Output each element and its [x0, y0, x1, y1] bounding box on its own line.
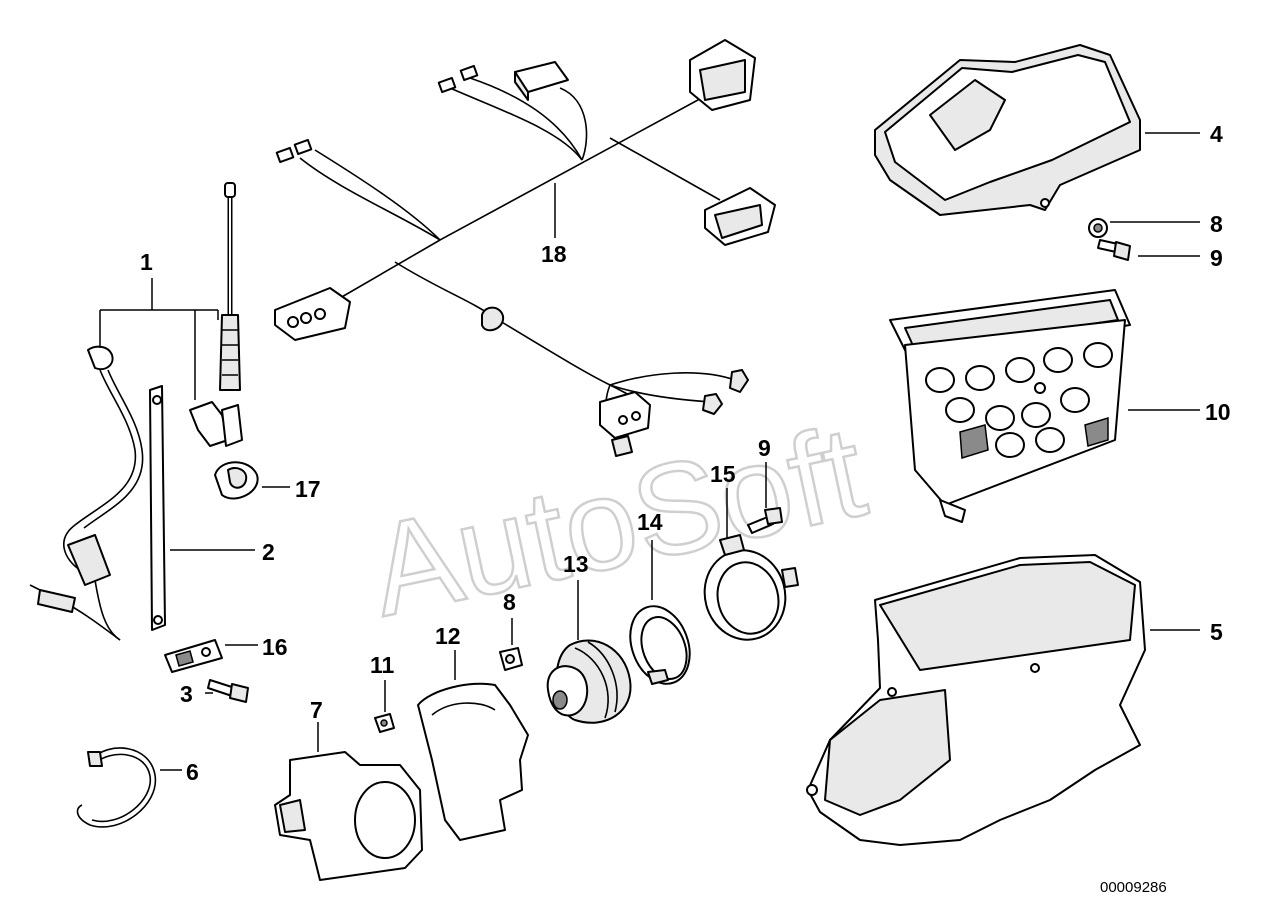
part-9-screw-center: 9	[747, 435, 783, 534]
label-17: 17	[295, 476, 321, 502]
label-14: 14	[637, 509, 663, 535]
part-15-ring-tabs: 15	[703, 461, 799, 641]
label-16: 16	[262, 634, 288, 660]
label-8-upper: 8	[1210, 211, 1223, 237]
part-7-mount-plate: 7	[274, 697, 423, 881]
label-18: 18	[541, 241, 567, 267]
label-6: 6	[186, 759, 199, 785]
part-3-screw: 3	[180, 679, 249, 707]
label-1: 1	[140, 249, 153, 275]
part-8-clip-upper: 8	[1088, 211, 1223, 238]
part-1-antenna: 1	[29, 182, 243, 641]
part-14-ring: 14	[629, 509, 691, 685]
part-11-nut: 11	[370, 652, 395, 733]
part-8-clip-lower: 8	[499, 589, 523, 671]
part-4-tray-cover: 4	[874, 44, 1223, 216]
part-18-wiring-harness: 18	[274, 39, 776, 457]
label-8-lower: 8	[503, 589, 516, 615]
part-12-cover: 12	[417, 623, 529, 841]
label-13: 13	[563, 551, 589, 577]
part-17-grommet: 17	[214, 461, 321, 502]
part-9-screw-upper: 9	[1097, 239, 1223, 271]
part-10-frame: 10	[889, 289, 1231, 523]
part-5-housing: 5	[806, 554, 1223, 846]
label-4: 4	[1210, 121, 1223, 147]
label-3: 3	[180, 681, 193, 707]
label-7: 7	[310, 697, 323, 723]
diagram-code: 00009286	[1100, 879, 1167, 896]
label-11: 11	[370, 652, 395, 678]
label-12: 12	[435, 623, 461, 649]
part-13-speaker: 13	[546, 551, 632, 724]
label-5: 5	[1210, 619, 1223, 645]
label-9-upper: 9	[1210, 245, 1223, 271]
label-10: 10	[1205, 399, 1231, 425]
part-16-bracket: 16	[164, 634, 288, 673]
label-2: 2	[262, 539, 275, 565]
part-6-clamp: 6	[76, 747, 199, 828]
label-15: 15	[710, 461, 736, 487]
part-2-strap: 2	[149, 385, 275, 631]
label-9-center: 9	[758, 435, 771, 461]
